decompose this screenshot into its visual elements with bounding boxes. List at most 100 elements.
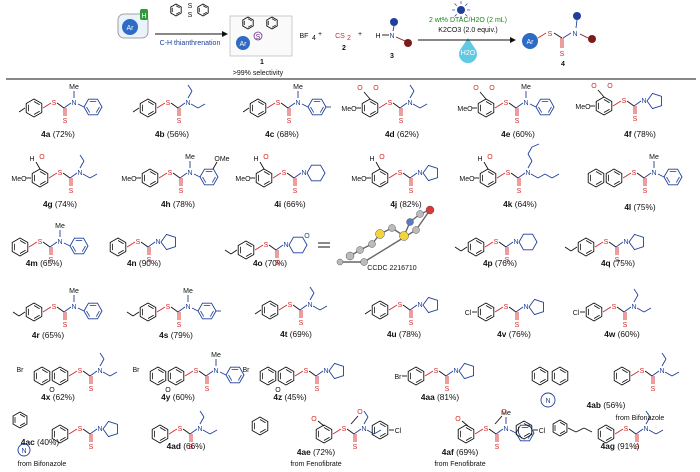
compound-4m-tail-thione-s: S <box>49 257 54 264</box>
compound-4ae-tail-s-atom: S <box>342 426 347 433</box>
ethyl <box>109 371 118 377</box>
compound-4v-aryl-ring <box>477 302 495 322</box>
compound-4h-tail-n-atom: N <box>187 170 192 177</box>
double-bond <box>117 240 124 245</box>
compound-code: 4ac <box>21 437 35 447</box>
double-bond <box>603 108 610 113</box>
compound-yield: (81%) <box>435 392 460 402</box>
cl-label-4af: Cl <box>539 428 546 435</box>
compound-4i-label: 4i (66%) <box>274 199 306 209</box>
ketone-bond <box>494 415 503 425</box>
cn-bond <box>177 102 186 109</box>
double-bond <box>117 249 124 254</box>
compound-4z-tail-s-atom: S <box>304 368 309 375</box>
ring-outline <box>587 168 605 188</box>
compound-code: 4j <box>390 199 397 209</box>
compound-4j-tail-n-atom: N <box>417 170 422 177</box>
compound-4u-tail-thione-s: S <box>409 320 414 327</box>
ether-o-4af: O <box>455 416 461 423</box>
compound-yield: (69%) <box>454 447 479 457</box>
n-aryl-bond <box>529 103 537 108</box>
ring-outline <box>25 98 43 118</box>
compound-4v-tail-bond <box>494 306 504 313</box>
ethyl-bond <box>126 311 134 317</box>
ring-outline <box>597 424 615 444</box>
compound-4af-tail-bond <box>474 428 484 435</box>
double-bond <box>147 101 154 106</box>
compound-4f-tail-thione-s: S <box>633 116 638 123</box>
pyrrolidine-ring <box>458 362 474 380</box>
bond <box>392 102 401 109</box>
note-fenofibrate-4af: from Fenofibrate <box>434 461 485 468</box>
cl-label: Cl <box>573 310 580 317</box>
light-ray <box>454 3 458 7</box>
compound-yield: (66%) <box>281 199 306 209</box>
compound-3-num: 3 <box>390 53 394 60</box>
compound-4ad-label: 4ad (66%) <box>167 441 206 451</box>
compound-yield: (68%) <box>274 129 299 139</box>
double-bond <box>415 369 422 374</box>
double-bond <box>559 430 566 435</box>
n-aryl-bond <box>301 103 309 108</box>
double-bond <box>247 24 252 28</box>
sulfonium-charge <box>253 31 263 41</box>
compound-4c-label: 4c (68%) <box>265 129 299 139</box>
cn-bond <box>89 428 98 435</box>
double-bond <box>539 378 546 383</box>
ring-outline <box>663 168 683 186</box>
ring-outline <box>551 366 569 386</box>
ring-outline <box>371 300 389 320</box>
ring-outline <box>361 98 379 118</box>
n-aryl-bond <box>193 173 201 178</box>
double-bond <box>621 369 628 374</box>
compound-4aa-tail-s-atom: S <box>434 368 439 375</box>
ethyl <box>199 416 205 425</box>
compound-4q-tail-n-atom: N <box>623 239 628 246</box>
ether-o-4x: O <box>49 387 55 394</box>
compound-4l-tail-s-atom: S <box>632 170 637 177</box>
double-bond <box>33 101 40 106</box>
compound-4i-tail-n-atom: N <box>301 170 306 177</box>
ketone-o-4ae: O <box>357 409 363 416</box>
compound-4o-tail-n-atom: N <box>283 242 288 249</box>
ethyl <box>102 371 111 377</box>
note-bifonazole-4ab: from Bifonazole <box>616 415 665 422</box>
product-thione: S <box>560 51 565 58</box>
compound-4ac-tail-thione-s: S <box>89 444 94 451</box>
amine-h: H <box>375 33 380 40</box>
cn-bond <box>409 304 418 311</box>
bond <box>510 172 519 179</box>
double-bond <box>86 310 91 317</box>
butyl <box>537 173 546 179</box>
ethyl-bond <box>564 246 572 252</box>
double-bond <box>245 243 252 248</box>
ethyl <box>643 307 652 313</box>
compound-4a-tail-thione-s: S <box>63 118 68 125</box>
compound-4a-tail-s-atom: S <box>52 100 57 107</box>
compound-4p-label: 4p (76%) <box>483 258 517 268</box>
n-aryl-bond <box>63 242 71 247</box>
cn-bond <box>635 428 644 435</box>
ring-outline <box>261 300 279 320</box>
compound-yield: (75%) <box>611 258 636 268</box>
cl-label-4ae: Cl <box>395 428 402 435</box>
cs2-label: CS <box>335 33 345 40</box>
double-bond <box>485 305 492 310</box>
compound-yield: (40%) <box>35 437 60 447</box>
compound-4o-label: 4o (70%) <box>253 258 287 268</box>
bond <box>438 370 447 377</box>
ethyl-bond <box>230 249 238 255</box>
double-bond <box>323 427 330 432</box>
compound-4q-aryl-ring <box>577 237 595 257</box>
bond <box>140 241 149 248</box>
ethyl <box>645 416 651 425</box>
ring-outline <box>371 168 389 188</box>
methyl-bond <box>132 107 140 113</box>
double-bond <box>175 5 180 9</box>
compound-4ac-label: 4ac (40%) <box>21 437 60 447</box>
compound-code: 4w <box>604 329 616 339</box>
cn-bond <box>179 172 188 179</box>
compound-4z-tail-bond <box>294 370 304 377</box>
bond <box>172 172 181 179</box>
compound-code: 4u <box>387 329 397 339</box>
